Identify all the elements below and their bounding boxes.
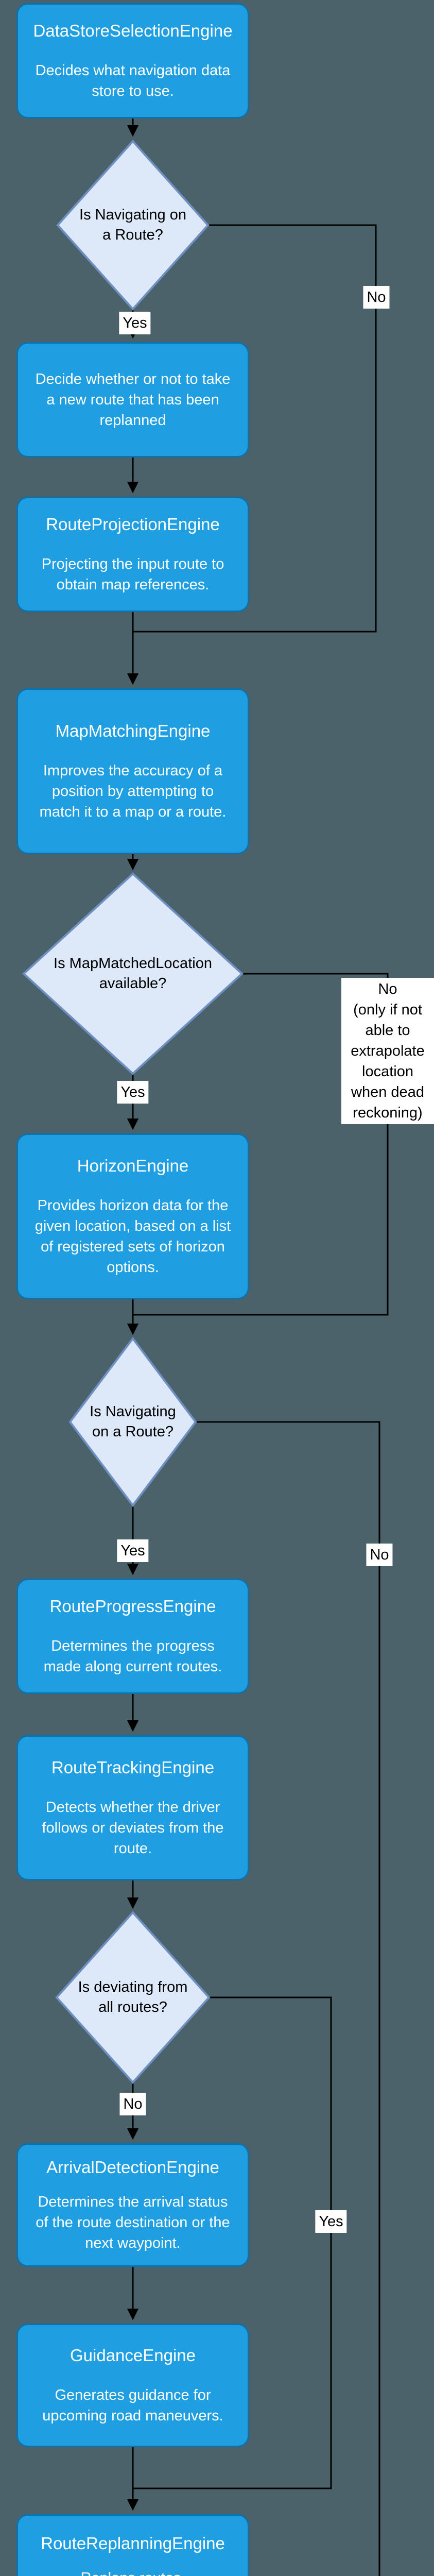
node-routeprojectionengine: RouteProjectionEngine Projecting the inp…	[16, 497, 249, 612]
node-title: MapMatchingEngine	[55, 721, 211, 741]
node-description: Determines the arrival status of the rou…	[36, 2193, 230, 2251]
decision-diamond-4	[55, 1911, 211, 2084]
edge-d3-no-merge	[196, 1421, 380, 2576]
edge-label-yes: Yes	[119, 312, 151, 335]
edge-d1-no-merge	[133, 224, 377, 633]
node-datastoreselectionengine: DataStoreSelectionEngine Decides what na…	[16, 3, 249, 118]
decision-shapes	[22, 140, 244, 2084]
edge-label-yes: Yes	[117, 1539, 149, 1563]
node-arrivaldetectionengine: ArrivalDetectionEngine Determines the ar…	[16, 2143, 249, 2267]
node-description: Improves the accuracy of a position by a…	[39, 762, 227, 820]
edge-d2-no-merge	[133, 973, 389, 1316]
node-description: Determines the progress made along curre…	[43, 1637, 222, 1675]
node-title: RouteProjectionEngine	[46, 515, 220, 534]
decision-diamond-3	[68, 1336, 197, 1507]
decision-diamond-2	[22, 872, 244, 1075]
edge-label-no: No	[119, 2093, 146, 2116]
decision-is-mapmatchedlocation-available: Is MapMatchedLocation available?	[54, 955, 212, 992]
node-title: RouteReplanningEngine	[41, 2534, 225, 2553]
decision-diamond-1	[56, 140, 210, 311]
edge-label-no: No	[363, 286, 390, 309]
node-routeprogressengine: RouteProgressEngine Determines the progr…	[16, 1579, 249, 1694]
edge-label-yes: Yes	[117, 1081, 149, 1104]
node-description: Decides what navigation data store to us…	[35, 62, 231, 99]
node-description: Projecting the input route to obtain map…	[41, 555, 224, 593]
node-guidanceengine: GuidanceEngine Generates guidance for up…	[16, 2324, 249, 2447]
node-replanned-route-decision: Decide whether or not to take a new rout…	[16, 342, 249, 457]
node-description: Generates guidance for upcoming road man…	[42, 2386, 223, 2424]
node-description: Detects whether the driver follows or de…	[42, 1799, 224, 1857]
decision-is-deviating-from-all-routes: Is deviating from all routes?	[78, 1978, 188, 2015]
edge-label-yes: Yes	[315, 2210, 347, 2233]
node-description: Decide whether or not to take a new rout…	[35, 370, 231, 429]
node-routereplanningengine: RouteReplanningEngine Replans routes.	[16, 2514, 249, 2576]
node-routetrackingengine: RouteTrackingEngine Detects whether the …	[16, 1735, 249, 1880]
node-description: Replans routes.	[80, 2568, 185, 2576]
connectors	[127, 118, 389, 2576]
edge-d4-yes-merge	[133, 1996, 332, 2489]
node-title: GuidanceEngine	[70, 2346, 196, 2365]
node-title: RouteTrackingEngine	[51, 1758, 215, 1777]
edge-label-no-dead-reckoning: No (only if not able to extrapolate loca…	[341, 978, 434, 1125]
node-title: ArrivalDetectionEngine	[46, 2158, 219, 2177]
node-title: HorizonEngine	[77, 1156, 189, 1176]
node-description: Provides horizon data for the given loca…	[34, 1197, 231, 1276]
decision-is-navigating-on-route-2: Is Navigating on a Route?	[90, 1403, 176, 1440]
node-title: RouteProgressEngine	[49, 1597, 216, 1616]
decision-is-navigating-on-route-1: Is Navigating on a Route?	[79, 206, 186, 243]
node-mapmatchingengine: MapMatchingEngine Improves the accuracy …	[16, 688, 249, 854]
node-title: DataStoreSelectionEngine	[33, 21, 233, 41]
edge-label-no: No	[366, 1544, 393, 1567]
node-horizonengine: HorizonEngine Provides horizon data for …	[16, 1133, 249, 1299]
